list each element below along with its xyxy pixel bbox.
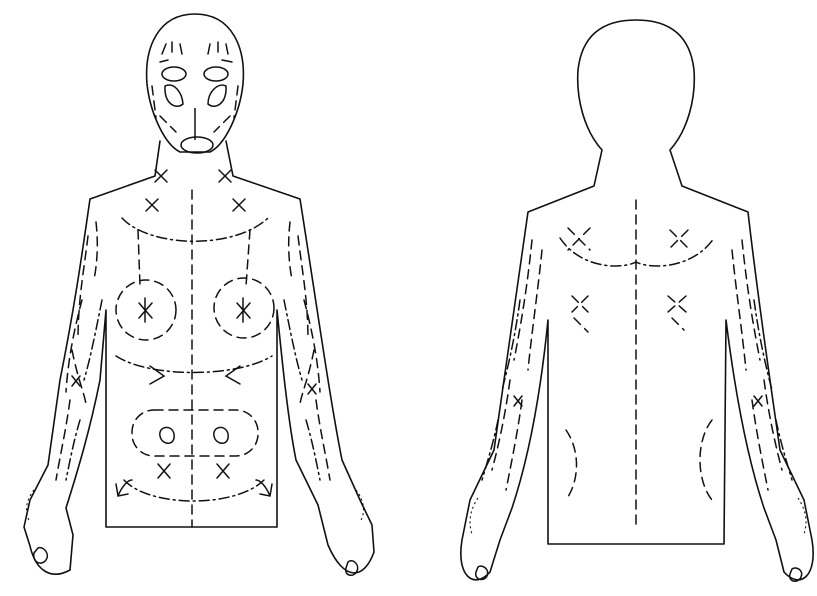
right-pectoral-circle [214,278,274,338]
left-cheek-loop [165,85,183,106]
right-cheek-loop [208,85,226,106]
front-torso-seams [116,190,274,527]
abdomen-loop-left [160,427,174,443]
back-right-elbow-cross [754,396,762,406]
back-right-arm-outer-seam [742,240,782,470]
pectoral-cross-right [237,298,250,322]
back-right-arm-dashdot [754,300,792,480]
mouth-loop [181,137,213,153]
back-lower-right-arc [700,420,712,500]
back-left-arm-outer-seam [492,240,532,470]
neck-cross-left [155,170,167,182]
front-right-elbow-cross [308,384,316,394]
left-hip-arrow [116,480,132,496]
back-left-hand-loop [476,566,488,579]
back-lower-left-arc [566,430,577,500]
abdomen-loop-right [214,427,228,443]
left-eye-loop [162,67,186,81]
chest-cross-left [146,199,158,211]
back-torso-seams [560,200,714,530]
hip-cross-right [217,464,229,478]
right-eye-loop [204,67,228,81]
back-arm-seams [470,240,806,534]
front-body-outline [24,141,374,574]
back-right-arm-inner-seam [732,250,768,490]
front-left-elbow-cross [72,376,80,386]
chest-cross-right [233,199,245,211]
front-right-arm-dashdot [284,300,320,480]
pectoral-cross-left [139,298,152,322]
back-left-elbow-cross [514,396,522,406]
back-mid-right-marks [668,296,686,330]
back-left-arm-inner-seam [506,250,542,490]
front-left-arm-outer-seam [56,222,97,480]
abdomen-panel [132,410,258,456]
back-mid-left-marks [572,296,588,332]
front-crosses [139,170,250,478]
hip-arc [124,480,264,501]
front-left-arm-dashdot [66,300,102,480]
front-left-hand-loop [34,548,48,563]
right-hip-arrow [256,480,272,496]
hip-cross-left [158,464,170,478]
left-rib-arrow [150,366,164,384]
back-left-arm-dashdot [482,300,520,480]
chest-side-seams [138,230,250,286]
back-upper-right-cross [670,230,688,248]
lower-chest-arc [116,356,272,373]
back-left-wrist-dots [470,498,478,534]
back-body-outline [461,20,813,580]
front-right-arm-inner-seam [298,236,314,404]
upper-chest-arc [122,218,268,241]
left-brow-marks [160,42,182,62]
front-figure [24,14,374,575]
back-figure [461,20,813,581]
back-upper-left-cross [568,228,590,250]
right-brow-marks [208,42,232,62]
neck-cross-right [219,170,231,182]
